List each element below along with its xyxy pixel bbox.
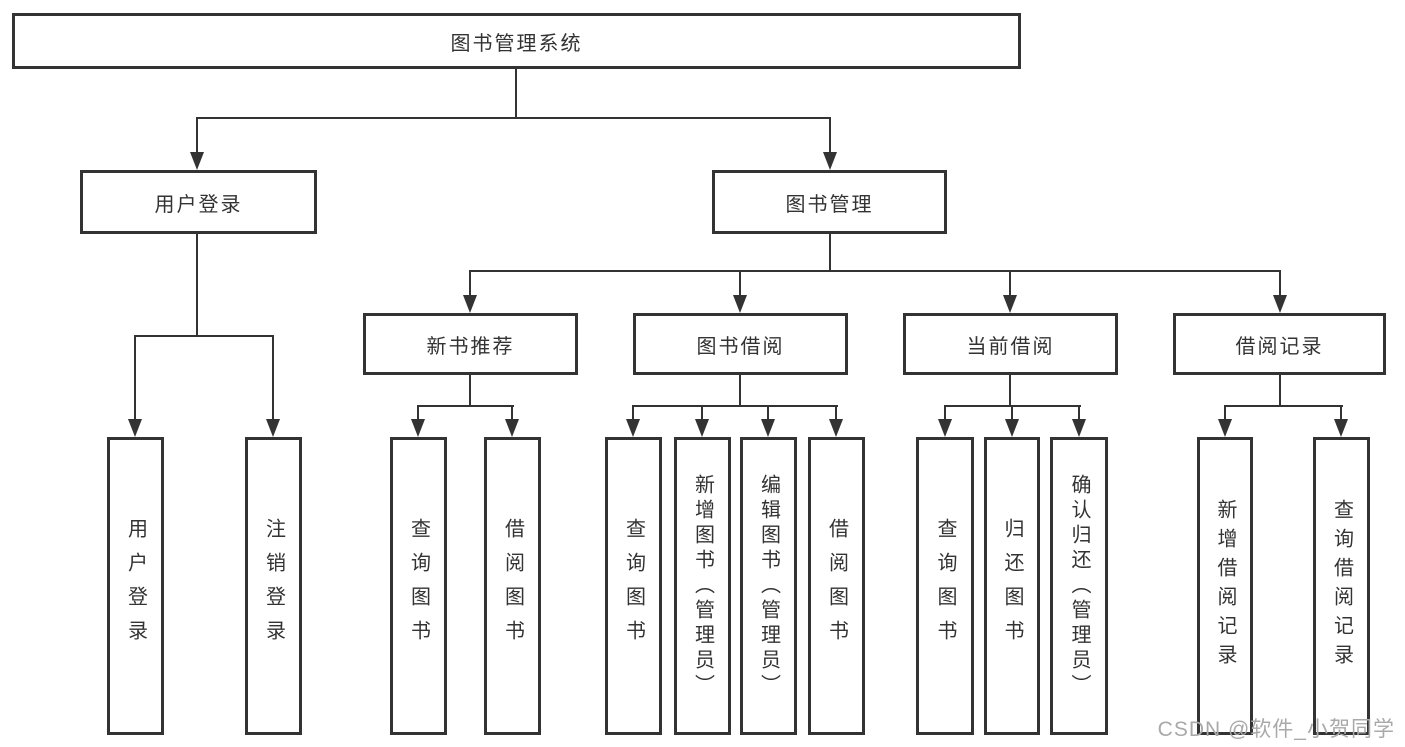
connector-line [829, 119, 831, 154]
arrowhead-icon [829, 419, 843, 437]
connector-line [469, 375, 471, 406]
leaf-bb-query-books-label: 查询图书 [622, 518, 645, 654]
node-user-login: 用户登录 [80, 170, 317, 234]
arrowhead-icon [761, 419, 775, 437]
node-book-borrowing: 图书借阅 [633, 313, 848, 375]
node-library-system-label: 图书管理系统 [450, 32, 583, 55]
leaf-bb-query-books: 查询图书 [605, 437, 662, 735]
connector-line [1340, 407, 1342, 421]
node-book-borrowing-label: 图书借阅 [696, 335, 785, 358]
arrowhead-icon [938, 419, 952, 437]
leaf-nb-borrow-books-label: 借阅图书 [501, 518, 524, 654]
leaf-bb-add-books-admin: 新增图书（管理员） [674, 437, 731, 735]
arrowhead-icon [411, 419, 425, 437]
connector-line [196, 234, 198, 336]
connector-line [944, 405, 1081, 407]
connector-line [739, 375, 741, 406]
leaf-cb-query-books-label: 查询图书 [934, 518, 956, 654]
leaf-user-login-label: 用户登录 [124, 518, 147, 654]
arrowhead-icon [463, 295, 477, 313]
leaf-cb-query-books: 查询图书 [916, 437, 974, 735]
connector-line [829, 234, 831, 271]
leaf-br-add-record: 新增借阅记录 [1197, 437, 1253, 735]
arrowhead-icon [1072, 419, 1086, 437]
connector-line [196, 117, 831, 119]
connector-line [1279, 272, 1281, 297]
connector-line [417, 405, 514, 407]
connector-line [767, 407, 769, 421]
leaf-bb-add-books-admin-label: 新增图书（管理员） [691, 473, 714, 699]
leaf-bb-edit-books-admin: 编辑图书（管理员） [740, 437, 797, 735]
leaf-nb-query-books-label: 查询图书 [407, 518, 430, 654]
leaf-bb-edit-books-admin-label: 编辑图书（管理员） [757, 473, 780, 699]
leaf-cb-return-books-label: 归还图书 [1001, 518, 1023, 654]
leaf-cb-return-books: 归还图书 [984, 437, 1040, 735]
node-current-borrowing-label: 当前借阅 [966, 335, 1055, 358]
connector-line [469, 272, 471, 297]
leaf-bb-borrow-books-label: 借阅图书 [825, 518, 848, 654]
leaf-nb-query-books: 查询图书 [390, 437, 447, 735]
connector-line [417, 407, 419, 421]
leaf-br-add-record-label: 新增借阅记录 [1214, 499, 1236, 673]
connector-line [134, 337, 136, 421]
connector-line [632, 407, 634, 421]
arrowhead-icon [1003, 295, 1017, 313]
node-user-login-label: 用户登录 [154, 193, 243, 216]
leaf-nb-borrow-books: 借阅图书 [484, 437, 541, 735]
leaf-bb-borrow-books: 借阅图书 [808, 437, 865, 735]
leaf-user-login: 用户登录 [107, 437, 164, 735]
watermark: CSDN @软件_小贺同学 [1157, 718, 1395, 741]
arrowhead-icon [505, 419, 519, 437]
leaf-cb-confirm-return-admin-label: 确认归还（管理员） [1068, 473, 1090, 699]
connector-line [1078, 407, 1080, 421]
connector-line [272, 337, 274, 421]
connector-line [632, 405, 838, 407]
connector-line [511, 407, 513, 421]
connector-line [701, 407, 703, 421]
node-borrowing-records-label: 借阅记录 [1235, 335, 1324, 358]
arrowhead-icon [266, 419, 280, 437]
connector-line [515, 69, 517, 118]
connector-line [1009, 272, 1011, 297]
node-current-borrowing: 当前借阅 [903, 313, 1118, 375]
node-new-book-recommend-label: 新书推荐 [426, 335, 515, 358]
arrowhead-icon [128, 419, 142, 437]
connector-line [1224, 407, 1226, 421]
connector-line [1011, 407, 1013, 421]
leaf-cb-confirm-return-admin: 确认归还（管理员） [1050, 437, 1108, 735]
leaf-br-query-record: 查询借阅记录 [1313, 437, 1370, 735]
connector-line [196, 119, 198, 154]
node-library-system: 图书管理系统 [12, 13, 1021, 69]
node-book-management-label: 图书管理 [785, 193, 874, 216]
node-new-book-recommend: 新书推荐 [363, 313, 578, 375]
arrowhead-icon [823, 152, 837, 170]
arrowhead-icon [733, 295, 747, 313]
connector-line [835, 407, 837, 421]
leaf-logout-login-label: 注销登录 [262, 518, 285, 654]
node-book-management: 图书管理 [712, 170, 947, 234]
connector-line [134, 335, 274, 337]
connector-line [944, 407, 946, 421]
arrowhead-icon [1273, 295, 1287, 313]
node-borrowing-records: 借阅记录 [1173, 313, 1386, 375]
leaf-logout-login: 注销登录 [245, 437, 302, 735]
arrowhead-icon [190, 152, 204, 170]
arrowhead-icon [1005, 419, 1019, 437]
arrowhead-icon [626, 419, 640, 437]
arrowhead-icon [695, 419, 709, 437]
connector-line [1224, 405, 1343, 407]
arrowhead-icon [1334, 419, 1348, 437]
connector-line [1279, 375, 1281, 406]
connector-line [739, 272, 741, 297]
connector-line [1009, 375, 1011, 406]
connector-line [469, 270, 1281, 272]
arrowhead-icon [1218, 419, 1232, 437]
leaf-br-query-record-label: 查询借阅记录 [1330, 499, 1353, 673]
